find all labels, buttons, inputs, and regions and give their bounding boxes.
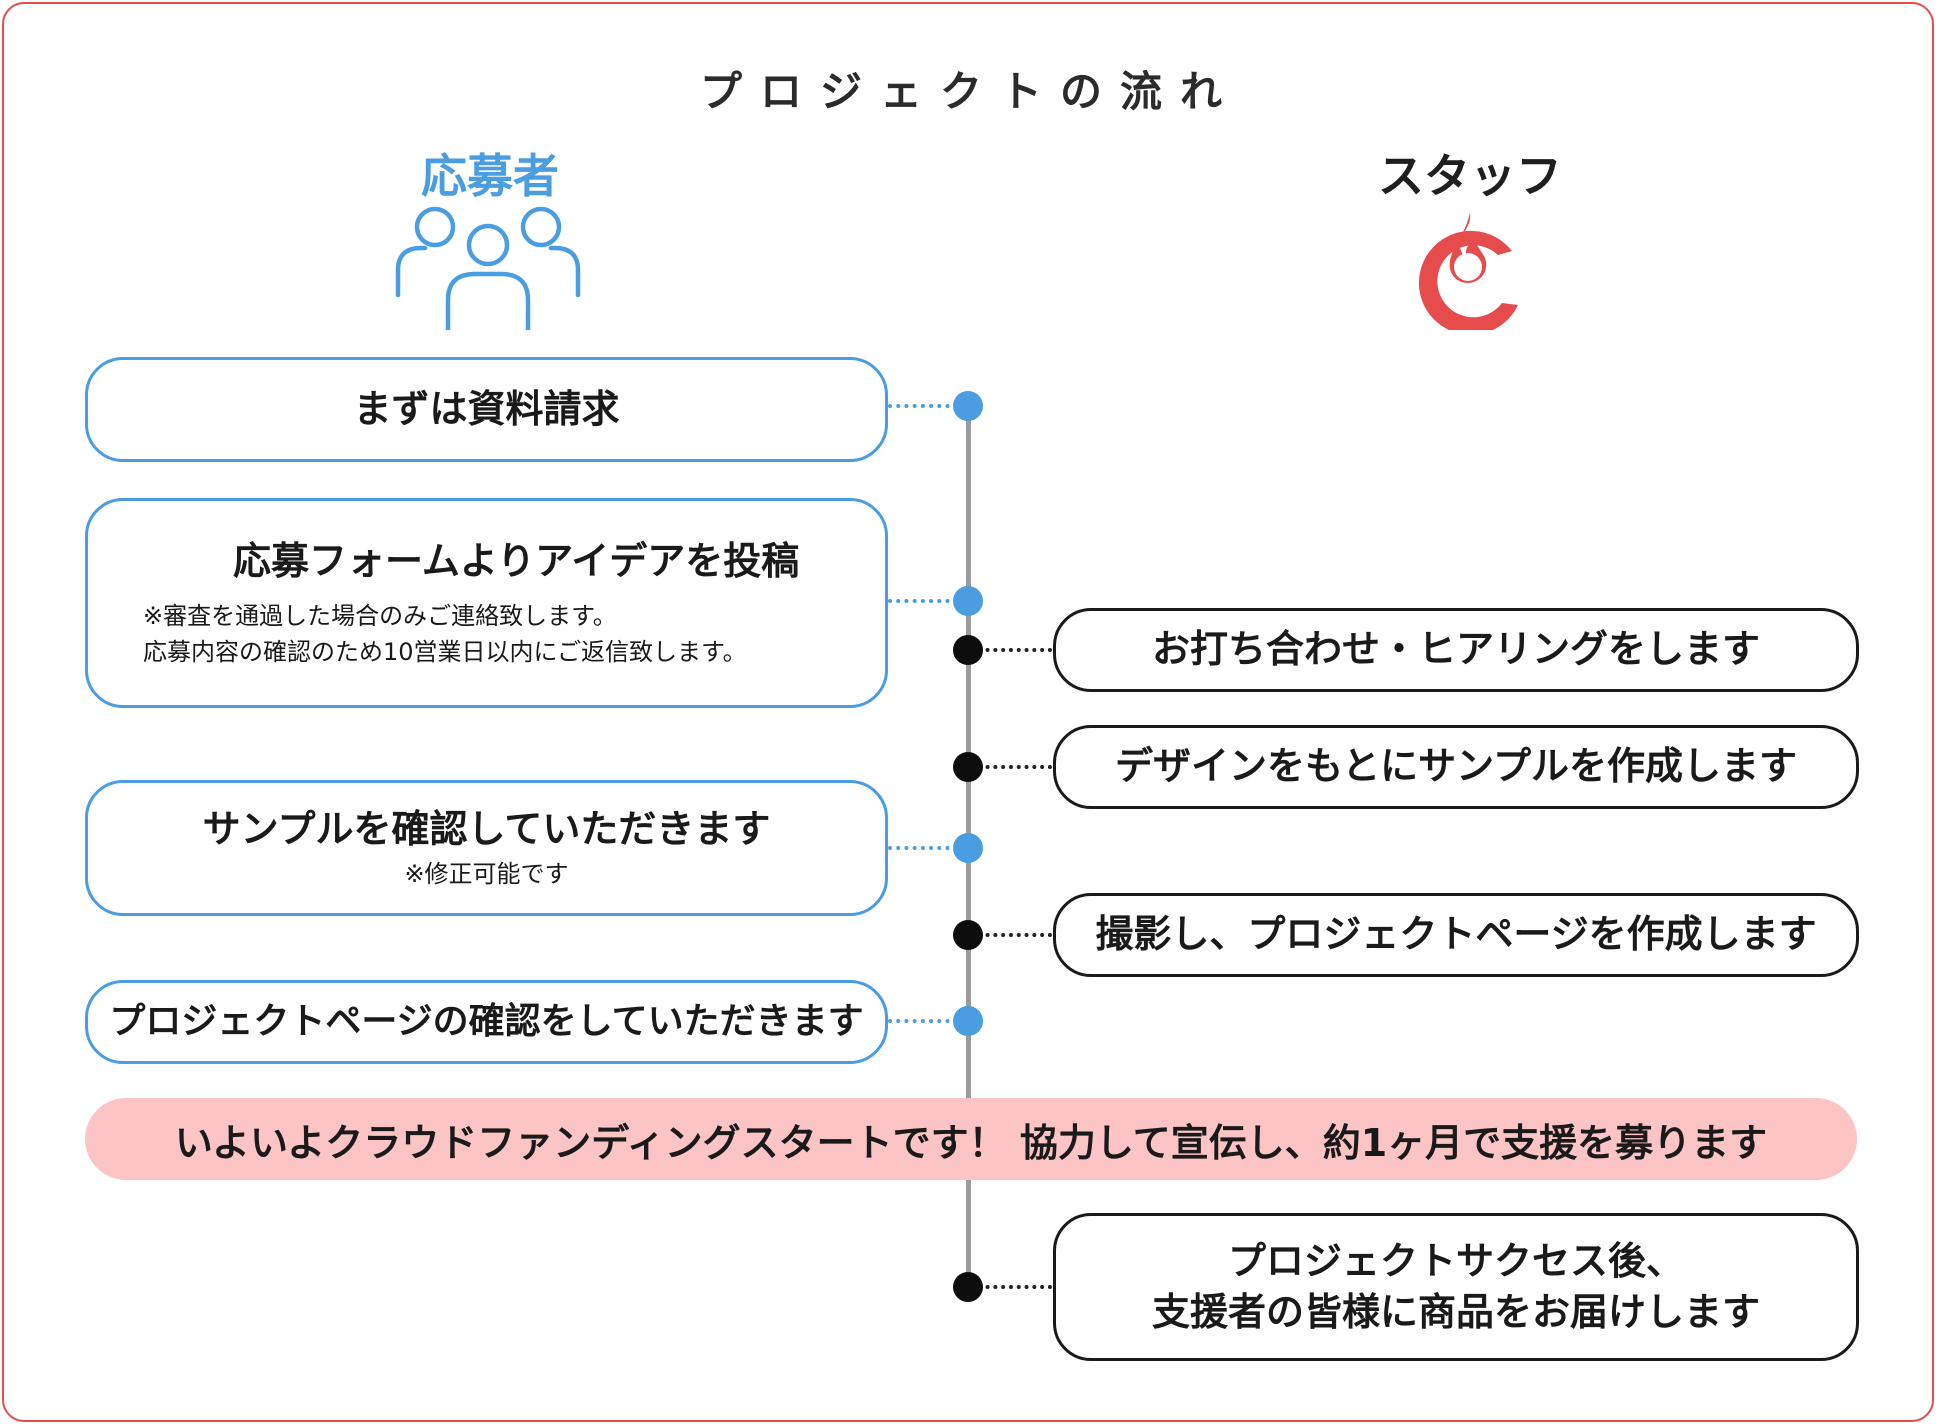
step-title: まずは資料請求 [353,386,620,431]
people-group-icon [395,206,581,330]
staff-step-2: デザインをもとにサンプルを作成します [1053,725,1859,809]
connector-dots [970,1285,1052,1289]
connector-dots [970,765,1052,769]
step-note: ※審査を通過した場合のみご連絡致します。 [143,601,617,630]
launch-banner: いよいよクラウドファンディングスタートです！ 協力して宣伝し、約1ヶ月で支援を募… [85,1098,1857,1180]
timeline-node [953,920,983,950]
diagram-title: プロジェクトの流れ [699,67,1240,116]
timeline-node [953,1006,983,1036]
connector-dots [888,846,966,850]
step-title: 撮影し、プロジェクトページを作成します [1095,912,1817,957]
timeline-node [953,635,983,665]
staff-step-3: 撮影し、プロジェクトページを作成します [1053,893,1859,977]
connector-dots [970,648,1052,652]
timeline-node [953,391,983,421]
flame-c-logo-icon [1419,213,1518,330]
connector-dots [888,404,966,408]
staff-column-header: スタッフ [1378,149,1562,203]
applicant-step-1: まずは資料請求 [85,357,888,462]
step-title: お打ち合わせ・ヒアリングをします [1151,627,1760,672]
step-title: デザインをもとにサンプルを作成します [1114,744,1798,789]
applicant-step-2: 応募フォームよりアイデアを投稿 ※審査を通過した場合のみご連絡致します。 応募内… [85,498,888,708]
step-title: サンプルを確認していただきます [202,807,771,852]
staff-step-1: お打ち合わせ・ヒアリングをします [1053,608,1859,692]
applicant-step-3: サンプルを確認していただきます ※修正可能です [85,780,888,916]
connector-dots [888,1019,966,1023]
timeline-node [953,1272,983,1302]
applicant-step-4: プロジェクトページの確認をしていただきます [85,980,888,1064]
connector-dots [888,599,966,603]
connector-dots [970,933,1052,937]
step-title-line: プロジェクトサクセス後、 [1227,1238,1684,1283]
timeline-node [953,586,983,616]
step-note: 応募内容の確認のため10営業日以内にご返信致します。 [143,637,747,666]
timeline-node [953,752,983,782]
step-title-line: 支援者の皆様に商品をお届けします [1151,1290,1760,1334]
step-title: 応募フォームよりアイデアを投稿 [233,539,800,584]
staff-step-4: プロジェクトサクセス後、 支援者の皆様に商品をお届けします [1053,1213,1859,1361]
step-note: ※修正可能です [404,859,569,888]
timeline-node [953,833,983,863]
applicant-column-header: 応募者 [421,149,559,203]
step-title: プロジェクトページの確認をしていただきます [109,1000,864,1042]
